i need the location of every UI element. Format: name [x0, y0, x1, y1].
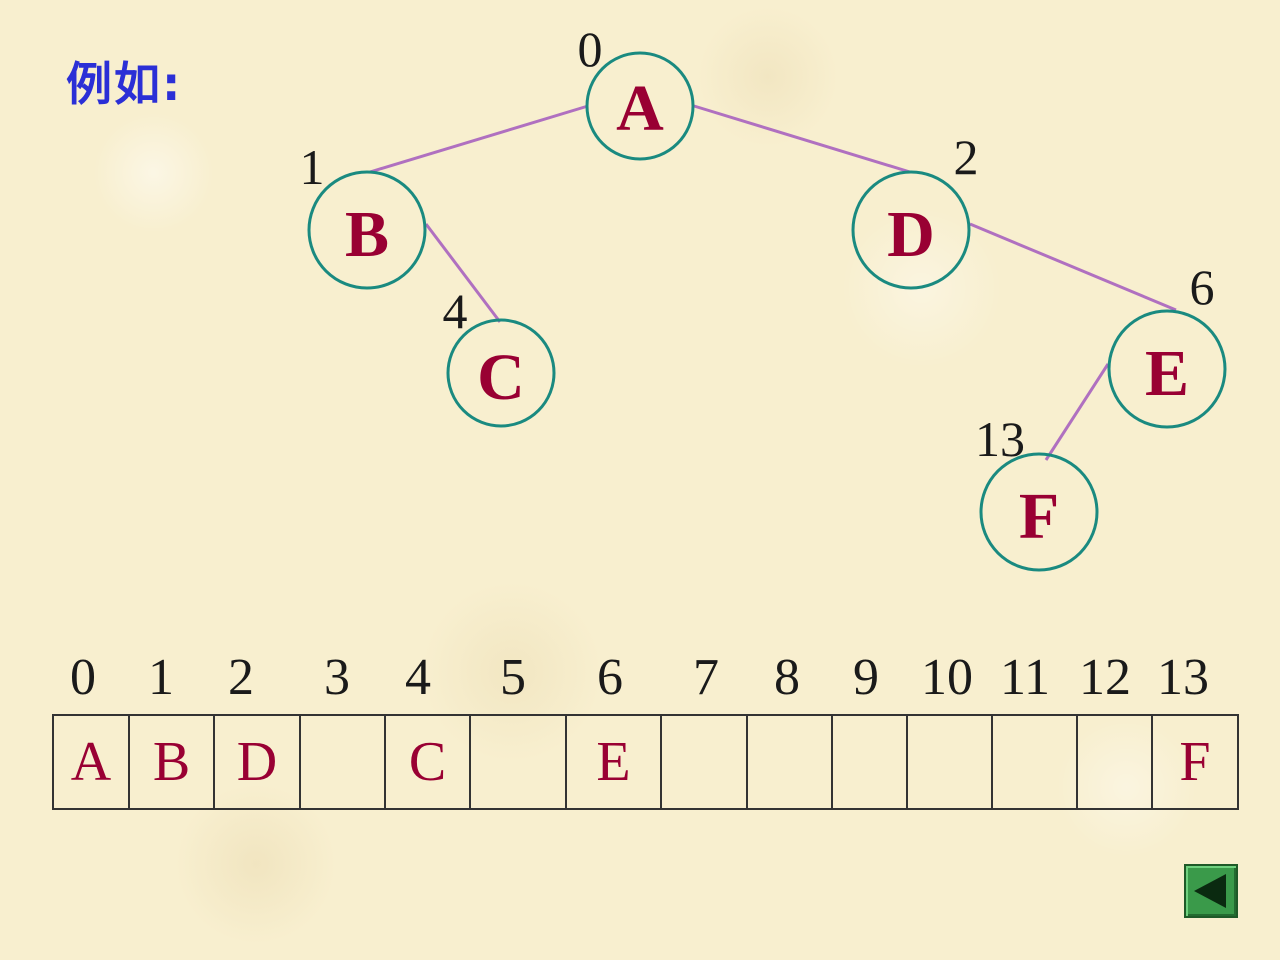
array-index: 12: [1079, 649, 1131, 706]
array-index: 0: [70, 649, 96, 706]
node-label-F: F: [1019, 480, 1059, 553]
array-cell: D: [215, 716, 301, 808]
left-triangle-icon: [1194, 874, 1226, 908]
node-label-B: B: [345, 198, 389, 271]
node-index-C: 4: [443, 283, 468, 339]
back-button[interactable]: [1184, 864, 1238, 918]
edge-B-C: [424, 223, 502, 323]
tree-node-F: F 13: [975, 411, 1099, 572]
array-cell: B: [130, 716, 215, 808]
edge-E-F: [1044, 363, 1110, 461]
array-index: 8: [774, 649, 800, 706]
array-index: 3: [324, 649, 350, 706]
array-cell: [748, 716, 833, 808]
node-index-A: 0: [578, 21, 603, 77]
array-index: 6: [597, 649, 623, 706]
tree-node-B: B 1: [300, 139, 427, 290]
node-label-C: C: [477, 341, 525, 414]
array-cell: [471, 716, 567, 808]
array-cell: [662, 716, 748, 808]
node-index-D: 2: [954, 129, 979, 185]
tree-node-E: E 6: [1107, 259, 1227, 429]
array-cell: E: [567, 716, 662, 808]
node-index-F: 13: [975, 411, 1025, 467]
array-storage: A B D C E F: [52, 714, 1239, 810]
array-index: 10: [921, 649, 973, 706]
node-label-E: E: [1145, 337, 1189, 410]
array-cell: F: [1179, 731, 1211, 793]
binary-tree-diagram: A 0 B 1 D 2 C 4 E 6 F 13: [300, 21, 1227, 572]
array-index: 11: [999, 649, 1051, 706]
tree-node-C: C 4: [443, 283, 556, 428]
array-cell: [301, 716, 386, 808]
edge-A-B: [369, 104, 589, 174]
array-index: 9: [853, 649, 879, 706]
tree-node-A: A 0: [578, 21, 695, 161]
array-index: 7: [693, 649, 719, 706]
tree-edges: [369, 104, 1177, 461]
array-cell: A: [54, 716, 130, 808]
array-cell: [993, 716, 1078, 808]
array-cell: [908, 716, 993, 808]
node-index-B: 1: [300, 139, 325, 195]
array-index-row: 0 1 2 3 4 5 6 7 8 9 10 11 12 13: [0, 648, 1280, 708]
array-index: 1: [148, 649, 174, 706]
array-cell: C: [386, 716, 471, 808]
example-heading: 例如:: [66, 57, 183, 111]
array-index: 5: [500, 649, 526, 706]
node-label-A: A: [616, 72, 664, 145]
edge-A-D: [693, 104, 911, 174]
edge-D-E: [969, 222, 1177, 312]
node-label-D: D: [887, 198, 935, 271]
array-cell: [1078, 716, 1153, 808]
array-index: 2: [228, 649, 254, 706]
tree-node-D: D 2: [851, 129, 979, 290]
array-index: 13: [1157, 649, 1209, 706]
array-cell: [833, 716, 908, 808]
node-index-E: 6: [1190, 259, 1215, 315]
array-index: 4: [405, 649, 431, 706]
